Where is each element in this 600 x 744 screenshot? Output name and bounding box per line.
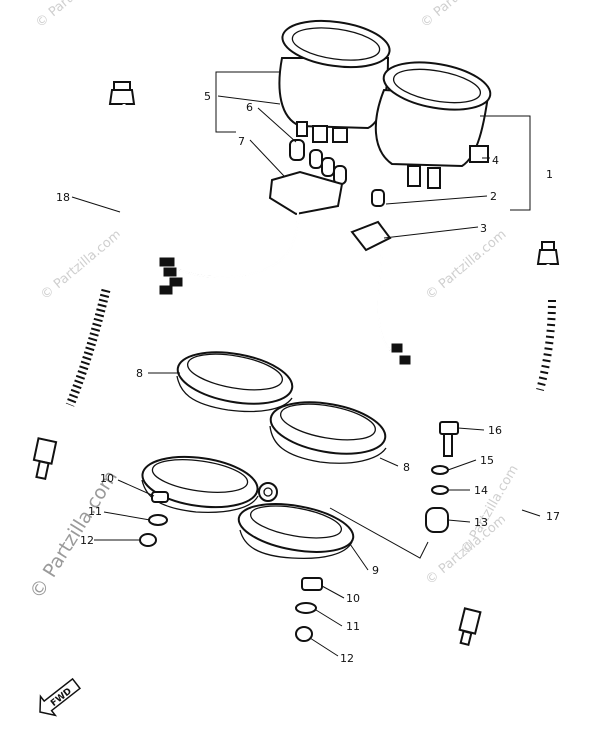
socket-harness	[159, 139, 347, 295]
callout-5: 5	[204, 90, 211, 103]
tach-socket	[350, 189, 411, 365]
watermark: © Partzilla.com	[458, 463, 521, 557]
callout-17: 17	[546, 510, 560, 523]
fwd-arrow-icon	[39, 677, 81, 717]
watermark: © Partzilla.com	[418, 0, 504, 31]
meter-case-left	[141, 455, 278, 514]
callout-10-bottom: 10	[346, 592, 360, 605]
cushion-ring-right	[269, 401, 387, 464]
callout-7: 7	[238, 135, 245, 148]
meter-housing-right	[374, 61, 492, 189]
callout-10-left: 10	[100, 472, 114, 485]
callout-8-lower: 8	[403, 461, 410, 474]
callout-12-bottom: 12	[340, 652, 354, 665]
watermark: © Partzilla.com	[33, 0, 119, 31]
callout-6: 6	[246, 101, 253, 114]
callout-11-left: 11	[88, 505, 102, 518]
callout-1: 1	[546, 168, 553, 181]
callout-14: 14	[474, 484, 488, 497]
speedometer-cable-left	[32, 81, 136, 481]
tachometer-cable-right	[458, 241, 560, 647]
callout-16: 16	[488, 424, 502, 437]
bracket-line	[480, 115, 531, 211]
callout-2: 2	[490, 190, 497, 203]
watermark: © Partzilla.com	[38, 227, 124, 303]
meter-case-right	[237, 503, 355, 560]
callout-3: 3	[480, 222, 487, 235]
callout-4: 4	[492, 154, 499, 167]
callout-15: 15	[480, 454, 494, 467]
watermark: © Partzilla.com	[423, 227, 509, 303]
leader-lines	[71, 95, 541, 657]
hardware-left	[139, 491, 169, 547]
bracket-line	[215, 71, 236, 133]
cushion-ring-left	[176, 351, 294, 413]
callout-9: 9	[372, 564, 379, 577]
fwd-arrow: FWD	[39, 677, 81, 717]
callout-12-left: 12	[80, 534, 94, 547]
callout-11-bottom: 11	[346, 620, 360, 633]
watermark: © Partzilla.com	[26, 467, 122, 603]
meter-housing-left	[278, 19, 391, 143]
bracket-line	[329, 507, 429, 559]
callout-18: 18	[56, 191, 70, 204]
callout-labels: 1 2 3 4 5 6 7 8 8 9 10 10 11 11 12 12 13…	[56, 90, 560, 665]
hardware-bottom	[295, 577, 323, 642]
callout-8-upper: 8	[136, 367, 143, 380]
mount-hardware	[425, 421, 459, 533]
callout-13: 13	[474, 516, 488, 529]
